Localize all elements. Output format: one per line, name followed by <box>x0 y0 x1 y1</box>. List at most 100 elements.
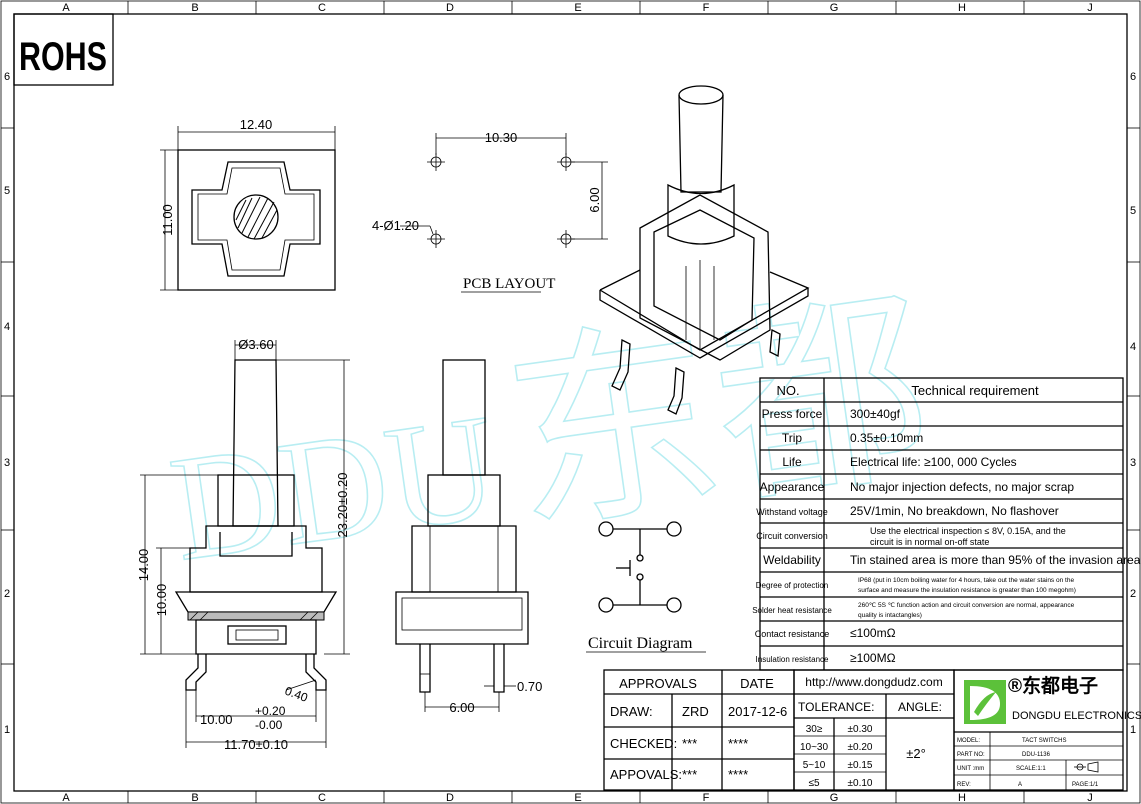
pcb-layout: 10.30 6.00 4-Ø1.20 PCB LAYOUT <box>372 130 608 293</box>
dim-pitch-y: 6.00 <box>587 187 602 212</box>
col-label: J <box>1087 2 1093 14</box>
row-label: 4 <box>4 321 10 333</box>
tech-value: Use the electrical inspection ≤ 8V, 0.15… <box>870 526 1066 536</box>
rev-label: REV: <box>957 782 971 788</box>
row-label: 5 <box>1130 205 1136 217</box>
col-label: F <box>703 792 710 804</box>
appovals-label: APPOVALS: <box>610 767 682 782</box>
col-label: H <box>958 2 966 14</box>
tol-range: 10~30 <box>800 742 829 753</box>
watermark-latin: DDU <box>161 383 506 593</box>
tech-value: ≥100MΩ <box>850 651 896 665</box>
tech-label: Insulation resistance <box>756 655 829 664</box>
dim-width: 12.40 <box>240 117 273 132</box>
row-label: 3 <box>4 457 10 469</box>
draw-date: 2017-12-6 <box>728 704 787 719</box>
dim-height-14: 14.00 <box>136 549 151 582</box>
col-label: G <box>830 2 839 14</box>
angle-value: ±2° <box>906 746 926 761</box>
part-value: DDU-1136 <box>1022 752 1051 758</box>
col-label: H <box>958 792 966 804</box>
tech-table: NO. Technical requirement Press force 30… <box>752 377 1141 671</box>
row-label: 2 <box>4 588 10 600</box>
col-label: D <box>446 792 454 804</box>
dim-height-total: 23.20±0.20 <box>335 473 350 538</box>
col-label: F <box>703 2 710 14</box>
row-label: 1 <box>4 724 10 736</box>
col-label: A <box>62 792 70 804</box>
dim-stem-dia: Ø3.60 <box>238 337 273 352</box>
rohs-mark: ROHS <box>13 13 114 86</box>
tol-range: ≤5 <box>808 778 819 789</box>
tech-label: Circuit conversion <box>756 531 828 541</box>
dim-pitch-x: 10.30 <box>485 130 518 145</box>
tech-value: Tin stained area is more than 95% of the… <box>850 553 1141 567</box>
logo-icon <box>964 680 1006 724</box>
tech-value: Electrical life: ≥100, 000 Cycles <box>850 455 1017 469</box>
tech-label: Contact resistance <box>755 629 830 639</box>
row-label: 5 <box>4 185 10 197</box>
row-label: 6 <box>4 71 10 83</box>
circuit-diagram: Circuit Diagram <box>586 521 706 653</box>
tech-value: IP68 (put in 10cm boiling water for 4 ho… <box>858 577 1074 584</box>
tech-value: No major injection defects, no major scr… <box>850 480 1074 494</box>
tech-label: Life <box>782 455 802 469</box>
col-label: C <box>318 2 326 14</box>
approvals-header: APPROVALS <box>619 676 697 691</box>
col-label: E <box>574 2 581 14</box>
checked-date: **** <box>728 736 748 751</box>
col-label: E <box>574 792 581 804</box>
side-view: 6.00 0.70 <box>395 359 542 715</box>
tol-range: 5~10 <box>803 760 826 771</box>
hole-note: 4-Ø1.20 <box>372 218 419 233</box>
tol-value: ±0.20 <box>848 742 873 753</box>
tolerance-label: TOLERANCE: <box>798 700 874 714</box>
dim-pin-pitch: 6.00 <box>449 700 474 715</box>
dim-tol-minus: -0.00 <box>255 718 283 732</box>
tol-value: ±0.30 <box>848 724 873 735</box>
dim-width-outer: 11.70±0.10 <box>224 737 288 752</box>
watermark: DDU 东都 <box>161 272 943 594</box>
col-label: D <box>446 2 454 14</box>
draw-name: ZRD <box>682 704 709 719</box>
tol-value: ±0.10 <box>848 778 873 789</box>
checked-label: CHECKED: <box>610 736 677 751</box>
dim-bend: 0.40 <box>283 684 310 705</box>
top-view: 12.40 11.00 <box>160 117 336 291</box>
company-url: http://www.dongdudz.com <box>805 675 942 689</box>
col-label: B <box>191 792 198 804</box>
dim-tol-plus: +0.20 <box>255 704 286 718</box>
dim-pin-width: 0.70 <box>517 679 542 694</box>
date-header: DATE <box>740 676 774 691</box>
company-block: ®东都电子 DONGDU ELECTRONICS MODEL: TACT SWI… <box>953 669 1141 791</box>
tech-value: 25V/1min, No breakdown, No flashover <box>850 504 1059 518</box>
row-label: 3 <box>1130 457 1136 469</box>
row-label: 1 <box>1130 724 1136 736</box>
tolerance-block: http://www.dongdudz.com TOLERANCE: ANGLE… <box>793 669 955 791</box>
appovals-date: **** <box>728 767 748 782</box>
tech-label: Press force <box>762 407 823 421</box>
page-label: PAGE:1/1 <box>1072 782 1099 788</box>
col-label: B <box>191 2 198 14</box>
company-name-en: DONGDU ELECTRONICS <box>1012 710 1141 722</box>
row-label: 2 <box>1130 588 1136 600</box>
tech-value: 300±40gf <box>850 407 901 421</box>
projection-symbol-icon <box>1074 761 1099 773</box>
tech-value-2: surface and measure the insulation resis… <box>858 587 1076 594</box>
model-value: TACT SWITCHS <box>1022 738 1066 744</box>
tech-value: ≤100mΩ <box>850 626 896 640</box>
tech-label: Withstand voltage <box>756 507 828 517</box>
tech-label: Degree of protection <box>756 581 829 590</box>
dim-height-10: 10.00 <box>154 584 169 617</box>
pcb-layout-title: PCB LAYOUT <box>463 276 555 292</box>
tech-label: Appearance <box>760 480 825 494</box>
dim-width-inner: 10.00 <box>200 712 233 727</box>
rohs-label: ROHS <box>19 35 107 79</box>
row-label: 6 <box>1130 71 1136 83</box>
col-label: C <box>318 792 326 804</box>
circuit-title: Circuit Diagram <box>588 635 693 652</box>
unit-label: UNIT :mm <box>957 766 984 772</box>
col-label: G <box>830 792 839 804</box>
angle-label: ANGLE: <box>898 700 942 714</box>
